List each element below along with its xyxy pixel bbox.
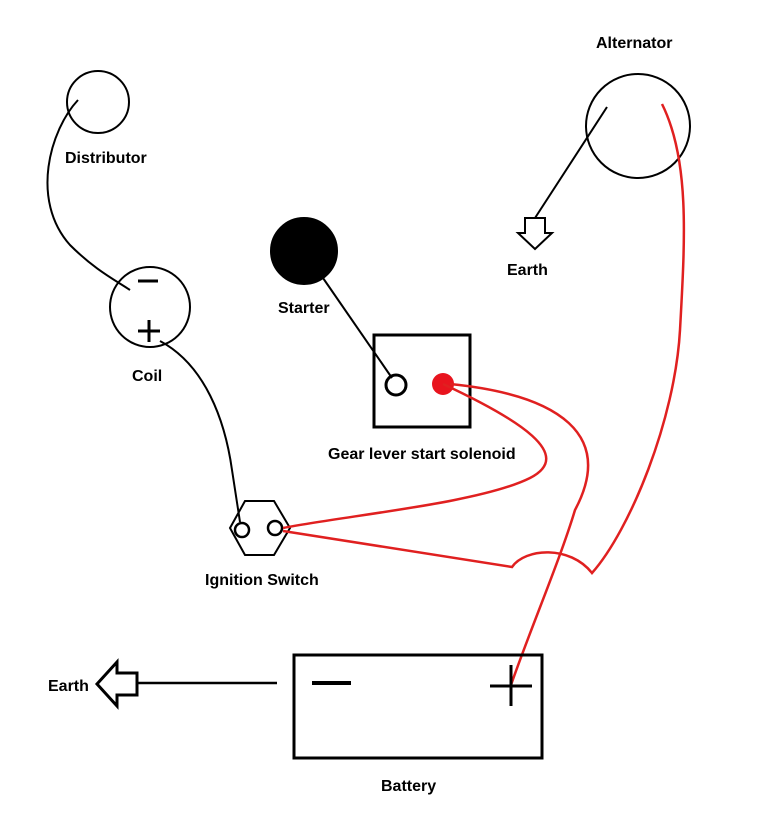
alternator-circle [585,73,691,179]
alternator: Alternator [585,35,691,179]
coil-plus-icon [138,320,160,342]
battery-earth: Earth [48,658,139,710]
ignition-terminal-left [233,521,251,539]
wire-starter-solenoid [322,277,393,379]
ignition-terminal-right [266,519,284,537]
earth-left-icon [94,658,139,710]
alternator-label: Alternator [596,35,672,52]
starter-circle [270,217,338,285]
ignition-switch-hexagon [228,500,292,556]
ignition-switch-label: Ignition Switch [205,572,319,589]
distributor: Distributor [65,70,147,167]
earth-down-icon [515,217,555,251]
distributor-circle [66,70,130,134]
solenoid-label: Gear lever start solenoid [328,446,516,463]
ignition-switch: Ignition Switch [205,500,319,589]
coil-label: Coil [132,368,162,385]
battery: Battery [292,653,544,795]
solenoid-black-terminal [384,373,408,397]
wire-coil-ignition [159,340,241,523]
wire-solenoid-battery-red [449,382,590,686]
alternator-earth-label: Earth [507,262,548,279]
starter: Starter [270,217,338,317]
coil: Coil [109,266,191,385]
battery-earth-label: Earth [48,678,89,695]
wire-solenoid-ignition-red [282,382,548,530]
battery-label: Battery [381,778,436,795]
wire-distributor-coil [46,99,131,291]
alternator-earth: Earth [507,217,555,279]
distributor-label: Distributor [65,150,147,167]
wire-alternator-earth [534,106,608,219]
solenoid: Gear lever start solenoid [328,333,516,463]
starter-label: Starter [278,300,330,317]
solenoid-box [372,333,472,429]
battery-plus-icon [490,665,532,706]
coil-circle [109,266,191,348]
battery-box [292,653,544,760]
wire-ignition-alternator-red [282,103,686,575]
